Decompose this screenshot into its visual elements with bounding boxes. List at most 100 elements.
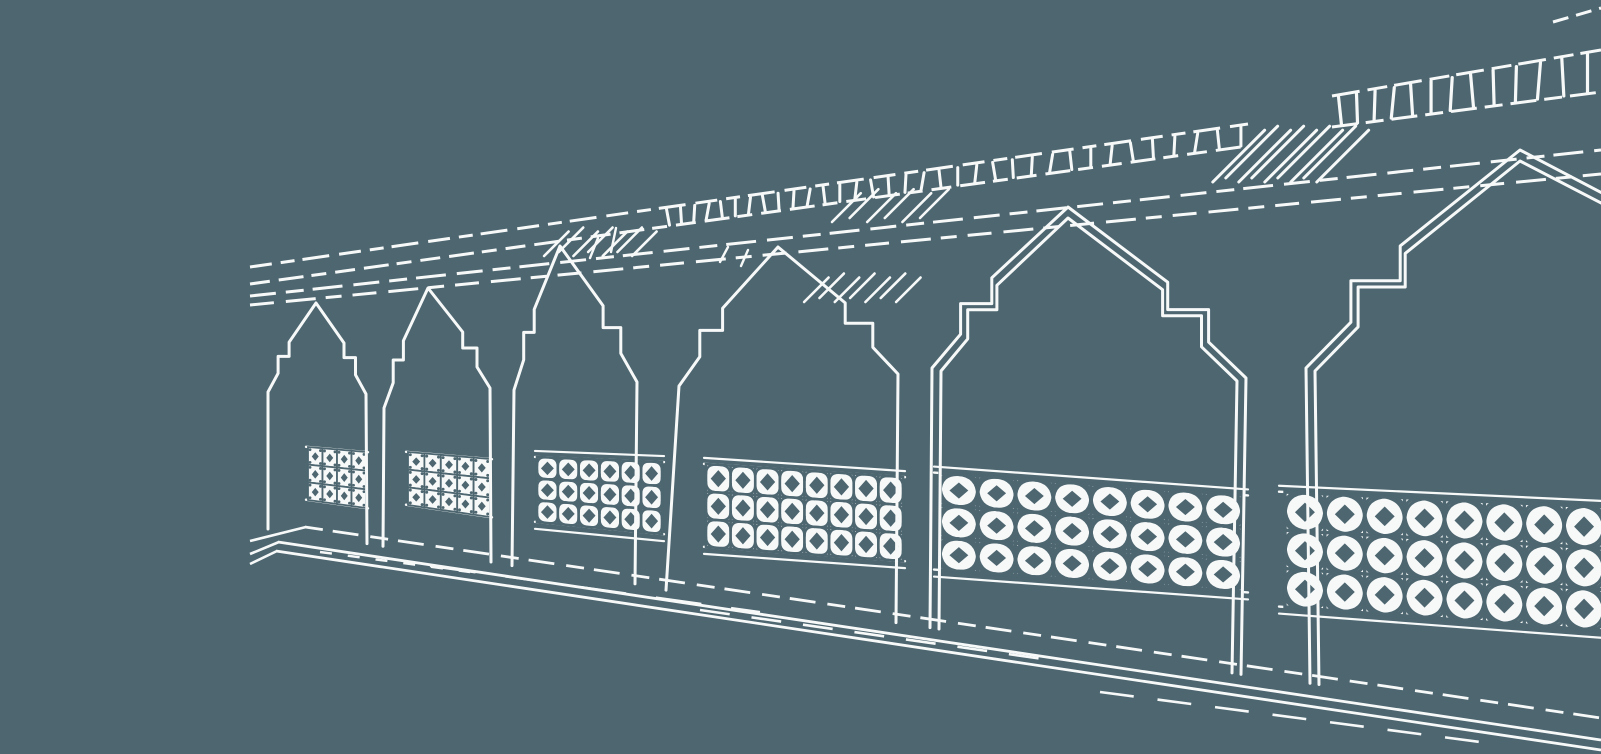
jali-corner-dot bbox=[441, 487, 445, 491]
jali-diamond-cutout bbox=[445, 460, 453, 470]
jali-corner-arc-cutout bbox=[619, 459, 630, 470]
floor-line bbox=[1099, 690, 1481, 744]
jali-diamond-cutout bbox=[624, 465, 638, 480]
hatch-stroke bbox=[1276, 124, 1332, 180]
hatch-stroke bbox=[1289, 128, 1345, 184]
jali-corner-arc-cutout bbox=[827, 527, 840, 539]
jali-corner-dot bbox=[362, 466, 366, 470]
jali-diamond-cutout bbox=[1175, 531, 1195, 548]
jali-diamond-cutout bbox=[987, 549, 1007, 567]
jali-corner-dot bbox=[323, 485, 326, 489]
jali-corner-arc-cutout bbox=[877, 530, 889, 542]
ladder-tick bbox=[991, 160, 998, 182]
jali-corner-dot bbox=[420, 490, 424, 494]
jali-diamond-cutout bbox=[1294, 502, 1315, 522]
jali-corner-dot bbox=[348, 483, 351, 487]
stray-tick bbox=[609, 226, 618, 254]
jali-corner-arc-cutout bbox=[639, 460, 650, 470]
jali-corner-arc-cutout bbox=[619, 506, 630, 516]
jali-diamond-cutout bbox=[1534, 514, 1555, 535]
jali-diamond-cutout bbox=[987, 485, 1007, 502]
jali-corner-dot bbox=[362, 485, 366, 488]
jali-corner-arc-cutout bbox=[1283, 583, 1309, 611]
jali-diamond-cutout bbox=[759, 473, 776, 491]
jali-corner-dot bbox=[362, 453, 366, 456]
jali-corner-arc-cutout bbox=[729, 538, 742, 551]
jali-diamond-cutout bbox=[445, 497, 453, 507]
jali-diamond-cutout bbox=[355, 474, 363, 484]
jali-corner-dot bbox=[425, 472, 429, 476]
jali-diamond-cutout bbox=[710, 497, 726, 515]
hatch-stroke bbox=[802, 276, 830, 304]
jali-corner-arc-cutout bbox=[1579, 545, 1601, 563]
jali-corner-dot bbox=[474, 510, 478, 514]
jali-corner-dot bbox=[337, 469, 341, 472]
jali-corner-dot bbox=[469, 472, 473, 476]
jali-corner-dot bbox=[319, 467, 322, 470]
jali-corner-dot bbox=[486, 473, 490, 477]
jali-diamond-cutout bbox=[561, 484, 575, 499]
jali-corner-dot bbox=[333, 468, 337, 472]
ladder-tick bbox=[760, 193, 767, 214]
floor-line bbox=[275, 549, 1601, 752]
jali-diamond-cutout bbox=[858, 479, 874, 498]
jali-corner-dot bbox=[474, 478, 478, 482]
jali-diamond-cutout bbox=[540, 461, 554, 476]
jali-diamond-cutout bbox=[1334, 543, 1355, 563]
jali-corner-dot bbox=[308, 496, 312, 500]
jali-corner-dot bbox=[408, 470, 412, 474]
jali-corner-dot bbox=[333, 499, 337, 503]
screen-sill bbox=[702, 552, 907, 570]
jali-diamond-cutout bbox=[326, 489, 334, 499]
jali-diamond-cutout bbox=[340, 454, 348, 464]
jali-diamond-cutout bbox=[1213, 566, 1233, 583]
jali-corner-dot bbox=[337, 463, 341, 467]
jali-diamond-cutout bbox=[1494, 512, 1515, 533]
jali-diamond-cutout bbox=[1024, 487, 1044, 505]
ladder-tick bbox=[1128, 141, 1135, 163]
hatch-stroke bbox=[864, 276, 892, 304]
jali-diamond-cutout bbox=[784, 474, 800, 493]
ladder-tick bbox=[1193, 131, 1200, 154]
jali-diamond-cutout bbox=[603, 464, 617, 479]
hatch-stroke bbox=[901, 191, 933, 224]
jali-diamond-cutout bbox=[1334, 582, 1355, 602]
jali-corner-dot bbox=[308, 483, 312, 487]
jali-corner-arc-cutout bbox=[778, 496, 791, 508]
roof-rail-line bbox=[1331, 48, 1601, 98]
jali-corner-arc-cutout bbox=[619, 482, 630, 493]
jali-diamond-cutout bbox=[1534, 555, 1555, 576]
ladder-tick bbox=[973, 163, 979, 185]
screen-sill bbox=[1277, 612, 1601, 639]
jali-diamond-cutout bbox=[1534, 595, 1555, 617]
roof-rail-line bbox=[1331, 90, 1601, 129]
floor-line bbox=[249, 540, 280, 556]
jali-corner-arc-cutout bbox=[639, 507, 650, 518]
jali-corner-arc-cutout bbox=[1442, 594, 1470, 623]
jali-corner-dot bbox=[308, 460, 312, 464]
jali-corner-dot bbox=[474, 491, 478, 495]
stray-tick bbox=[739, 248, 750, 268]
jali-diamond-cutout bbox=[735, 471, 751, 489]
jali-corner-arc-cutout bbox=[852, 473, 865, 485]
jali-diamond-cutout bbox=[311, 487, 319, 497]
jali-diamond-cutout bbox=[428, 458, 437, 468]
jali-corner-arc-cutout bbox=[1323, 585, 1350, 614]
arch-inner-line bbox=[1313, 159, 1601, 686]
ladder-tick bbox=[1336, 95, 1344, 127]
jali-diamond-cutout bbox=[461, 499, 470, 509]
jali-corner-arc-cutout bbox=[1127, 563, 1149, 587]
jali-corner-dot bbox=[458, 476, 461, 480]
jali-corner-arc-cutout bbox=[556, 515, 567, 527]
jali-screen bbox=[404, 450, 494, 519]
jali-diamond-cutout bbox=[735, 499, 751, 517]
jali-diamond-cutout bbox=[1138, 496, 1158, 513]
jali-corner-arc-cutout bbox=[1579, 504, 1601, 522]
jali-diamond-cutout bbox=[833, 534, 850, 552]
jali-corner-arc-cutout bbox=[653, 484, 664, 495]
jali-corner-dot bbox=[408, 488, 412, 492]
jali-corner-dot bbox=[437, 455, 440, 459]
jali-diamond-cutout bbox=[428, 476, 437, 486]
jali-corner-arc-cutout bbox=[1403, 591, 1430, 620]
